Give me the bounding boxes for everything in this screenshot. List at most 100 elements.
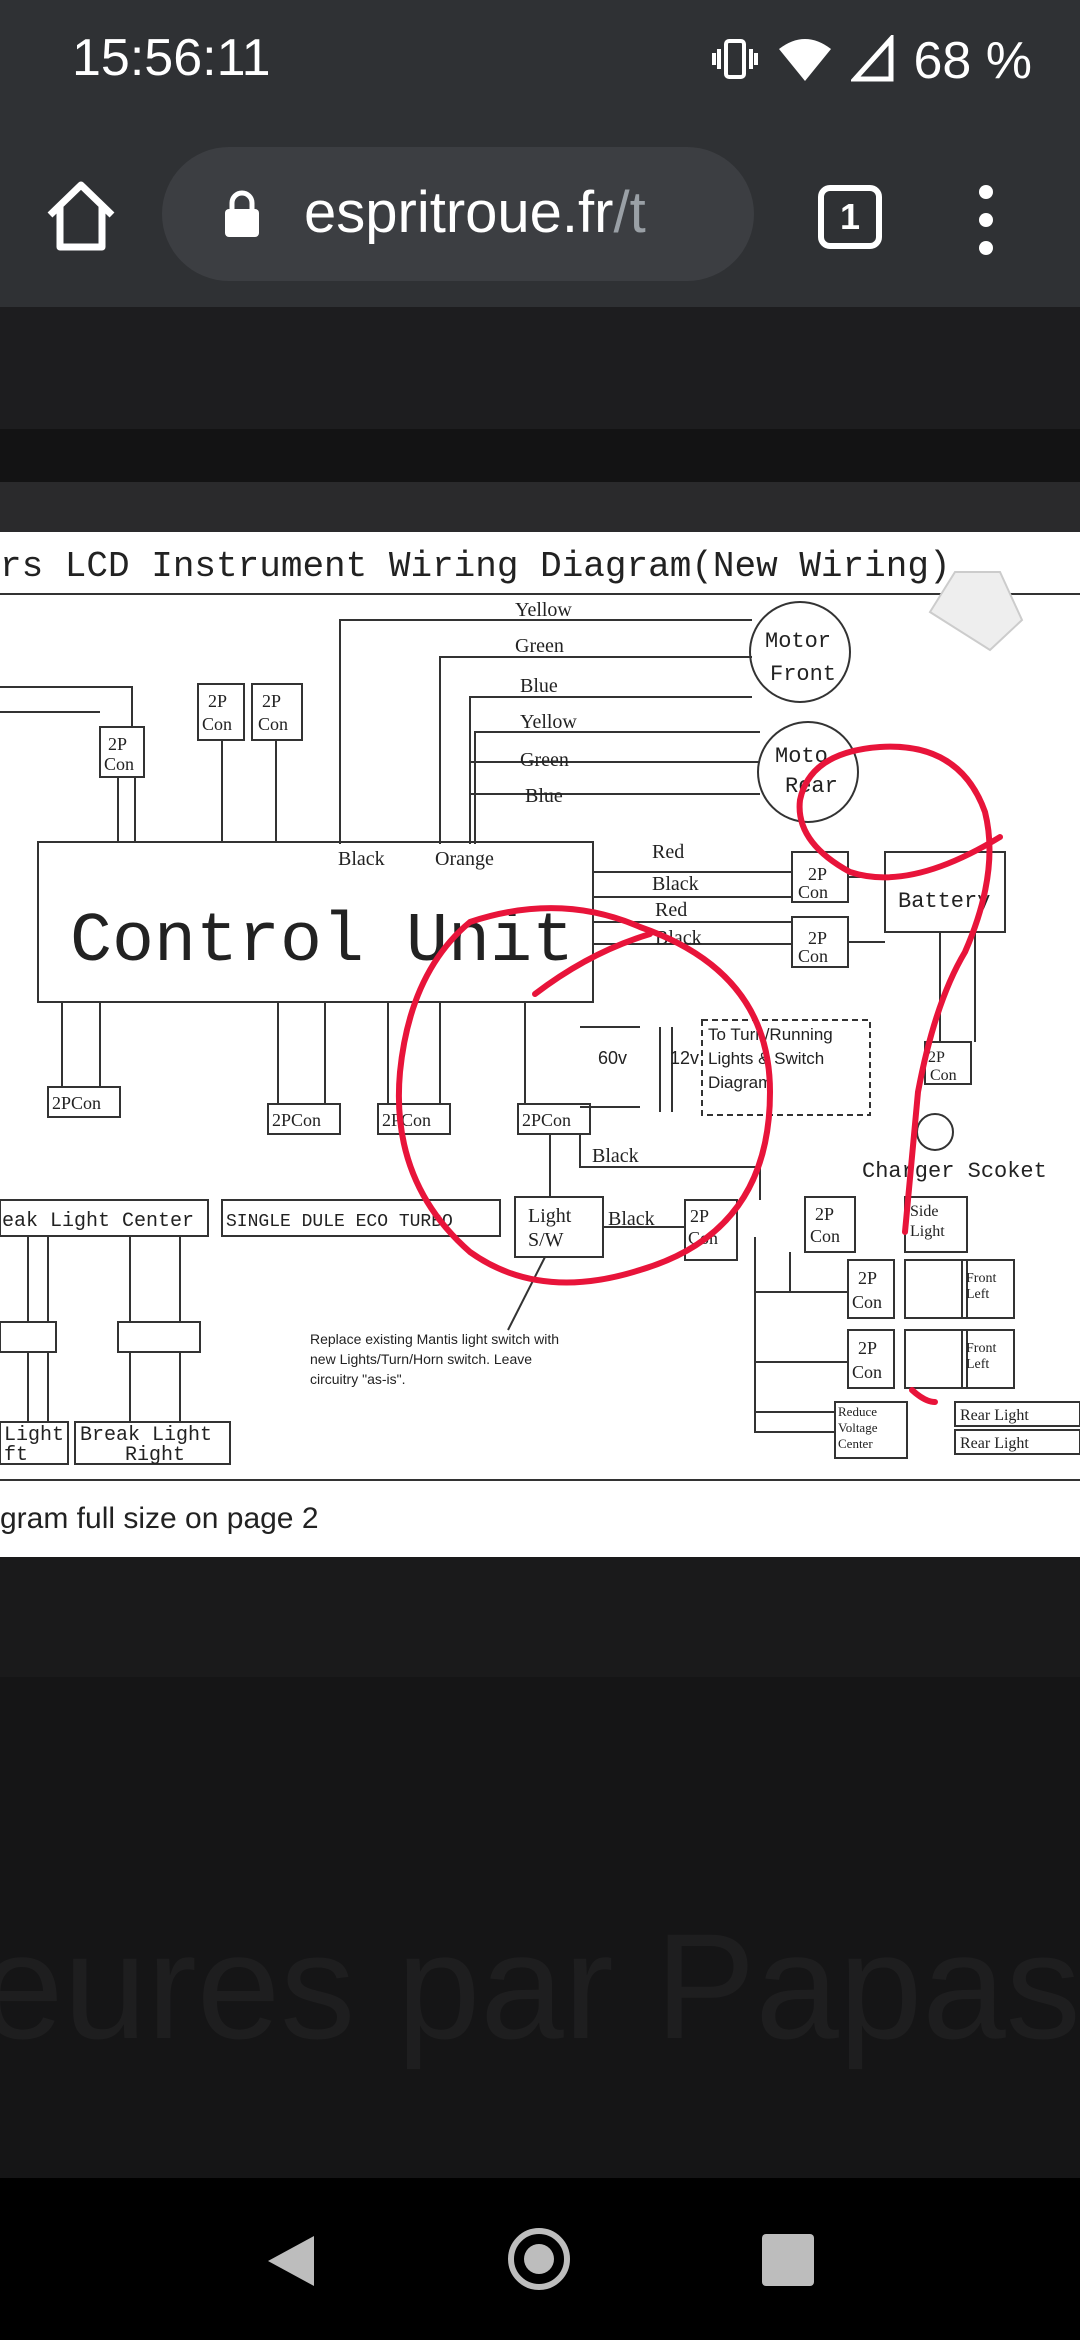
wire-label: Red [655,899,687,921]
page-header-area [0,307,1080,429]
con-label: 2P [928,1049,945,1066]
break-light-center-label: eak Light Center [2,1210,194,1233]
tab-switcher-button[interactable]: 1 [818,185,882,249]
con-label: Con [202,714,232,734]
con-label: 2P [858,1268,877,1288]
browser-toolbar: espritroue.fr/t 1 [0,125,1080,307]
reduce-voltage-label: Voltage [838,1420,878,1435]
annotation-marks [395,743,1003,1405]
page-divider [0,482,1080,532]
tab-count: 1 [839,196,861,237]
turn-note: To Turn/Running [708,1025,833,1044]
con-label: Con [810,1226,840,1246]
replace-note: circuitry "as-is". [310,1371,406,1387]
overflow-menu-button[interactable] [972,185,1000,255]
home-nav-button[interactable] [508,2228,570,2290]
con-label: 2PCon [522,1110,571,1130]
url-path: /t [613,180,646,245]
wire-label: Green [515,635,564,657]
con-label: Con [852,1292,882,1312]
vibrate-icon [711,35,759,88]
front-left-label: Left [966,1357,989,1372]
wire-label: Black [592,1145,639,1167]
home-button[interactable] [40,175,122,257]
menu-dot [979,213,993,227]
wire-label: Black [338,848,385,870]
motor-front-label: Front [770,662,836,687]
url-text: espritroue.fr/t [304,179,646,246]
page-divider [0,429,1080,482]
menu-dot [979,185,993,199]
con-label: 2P [808,864,827,884]
break-light-right-label: Right [125,1444,185,1467]
rear-light-label: Rear Light [960,1435,1029,1452]
modes-label: SINGLE DULE ECO TURBO [226,1212,453,1232]
wire-label: Blue [520,675,558,697]
con-label: Con [930,1067,957,1084]
rear-light-label: Rear Light [960,1407,1029,1424]
con-label: Con [258,714,288,734]
con-label: Con [104,754,134,774]
wifi-icon [777,35,833,88]
recents-button[interactable] [762,2234,814,2286]
con-label: 2P [208,691,227,711]
menu-dot [979,241,993,255]
wire-label: Black [655,927,702,949]
wire-label: Black [652,873,699,895]
tag-icon [928,571,1024,652]
diagram-title: rs LCD Instrument Wiring Diagram(New Wir… [0,546,951,587]
back-triangle-icon [268,2236,314,2286]
con-label: 2PCon [382,1110,431,1130]
con-label: Con [798,946,828,966]
charger-label: Charger Scoket [862,1159,1047,1184]
reduce-voltage-label: Reduce [838,1404,877,1419]
wire-label: Red [652,841,684,863]
replace-note: new Lights/Turn/Horn switch. Leave [310,1351,532,1367]
voltage-12v-label: 12v [670,1048,699,1068]
con-label: 2P [108,734,127,754]
motor-front-label: Motor [765,629,831,654]
home-icon [47,181,115,251]
battery-label: Battery [898,889,990,914]
con-label: 2PCon [52,1093,101,1113]
status-bar: 15:56:11 68 % [0,0,1080,125]
con-label: 2P [690,1206,709,1226]
front-left-label: Left [966,1287,989,1302]
url-domain: espritroue.fr [304,180,614,245]
wire-label: Black [608,1208,655,1230]
con-label: 2P [808,928,827,948]
status-icons: 68 % [711,26,1032,96]
replace-note: Replace existing Mantis light switch wit… [310,1331,559,1347]
wire-label: Yellow [515,599,572,621]
con-label: 2P [262,691,281,711]
reduce-voltage-label: Center [838,1436,873,1451]
light-switch-label: S/W [528,1229,564,1251]
address-bar[interactable]: espritroue.fr/t [162,147,754,281]
signal-icon [849,31,895,88]
page-headline: eures par Papas [0,1902,1080,2070]
break-light-left-label: Light [4,1424,64,1447]
con-label: 2P [815,1204,834,1224]
light-switch-label: Light [528,1205,572,1227]
wiring-diagram-image[interactable]: rs LCD Instrument Wiring Diagram(New Wir… [0,532,1080,1557]
wire-label: Blue [525,785,563,807]
footer-note: gram full size on page 2 [0,1502,319,1535]
navigation-bar [0,2178,1080,2340]
turn-note: Diagram [708,1073,772,1092]
page-divider [0,1557,1080,1677]
status-time: 15:56:11 [72,29,271,87]
battery-percent: 68 % [913,32,1032,90]
back-button[interactable] [262,2232,318,2295]
break-light-left-label: ft [4,1444,28,1467]
wire-label: Yellow [520,711,577,733]
side-light-label: Light [910,1223,945,1240]
lock-icon [225,190,259,237]
front-left-label: Front [966,1341,996,1356]
front-left-label: Front [966,1271,996,1286]
wire-label: Orange [435,848,494,870]
wire-label: Green [520,749,569,771]
break-light-right-label: Break Light [80,1424,212,1447]
con-label: Con [852,1362,882,1382]
side-light-label: Side [910,1203,938,1220]
voltage-60v-label: 60v [598,1048,627,1068]
